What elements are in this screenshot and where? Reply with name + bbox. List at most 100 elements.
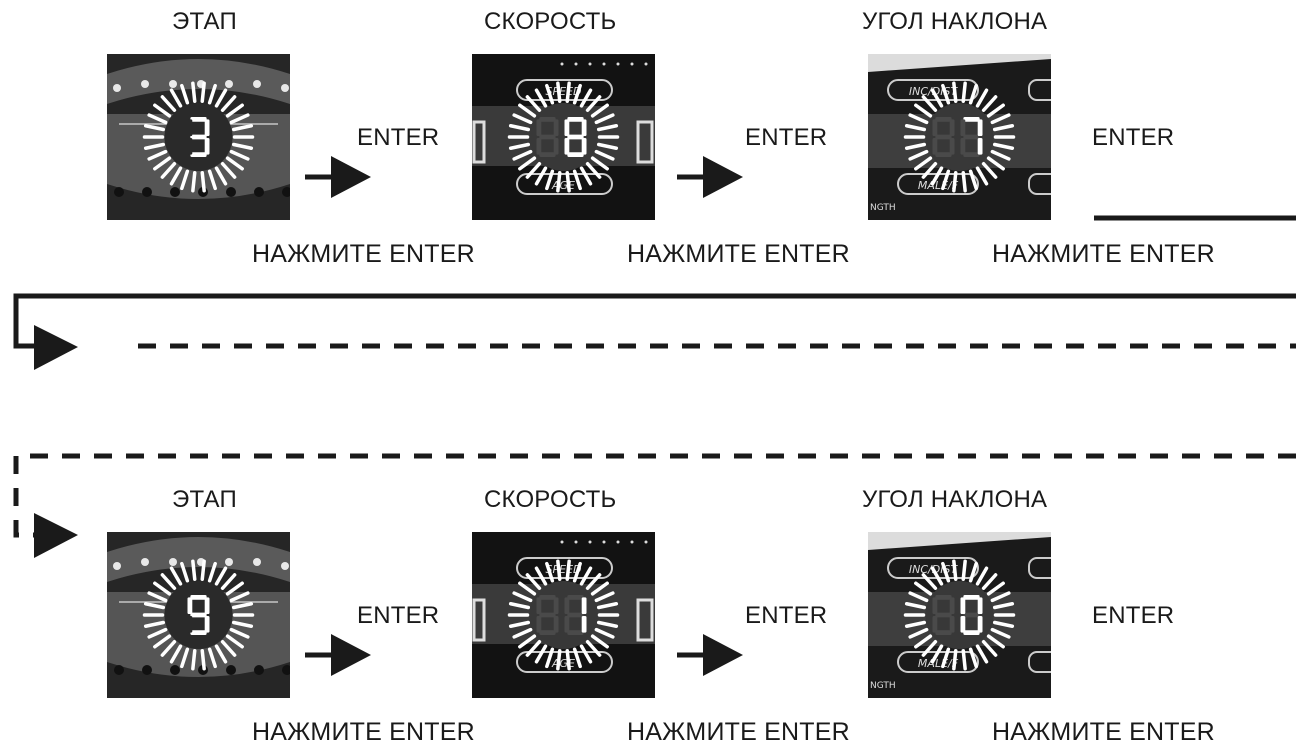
arrow-right-icon <box>305 634 371 676</box>
digit-segment-d <box>539 630 556 635</box>
digit-segment-f <box>187 119 193 137</box>
digit-segment-c <box>204 615 210 633</box>
digit-segment-g <box>539 612 556 618</box>
digit-segment-a <box>935 117 952 122</box>
male-female-label: MALE/F <box>918 657 959 670</box>
arrow-right-icon <box>34 325 78 370</box>
seven-segment-digit-icon <box>932 595 983 635</box>
digit-segment-e <box>564 615 570 633</box>
press-enter-label: НАЖМИТЕ ENTER <box>627 718 850 746</box>
step-title: УГОЛ НАКЛОНА <box>862 486 1048 513</box>
digit-segment-c <box>553 615 559 633</box>
press-enter-label: НАЖМИТЕ ENTER <box>627 240 850 268</box>
seven-segment-digit-icon <box>932 117 983 157</box>
connector-dashed-return <box>13 453 1296 538</box>
seven-segment-digit-icon <box>187 117 210 157</box>
display-panel-stage <box>107 54 290 220</box>
press-enter-label: НАЖМИТЕ ENTER <box>992 240 1215 268</box>
digit-segment-c <box>977 137 983 155</box>
digit-segment-b <box>949 119 955 137</box>
digit-segment-g <box>567 612 584 618</box>
digit-segment-g <box>190 134 207 140</box>
display-graphic <box>107 54 290 220</box>
digit-segment-d <box>935 630 952 635</box>
digit-segment-a <box>935 595 952 600</box>
digit-segment-e <box>536 615 542 633</box>
display-graphic <box>107 532 290 698</box>
step-title: ЭТАП <box>172 486 237 513</box>
digit-segment-e <box>536 137 542 155</box>
enter-label: ENTER <box>745 602 828 629</box>
digit-segment-b <box>977 597 983 615</box>
step-title: УГОЛ НАКЛОНА <box>862 8 1048 35</box>
enter-label: ENTER <box>745 124 828 151</box>
age-label: AGE <box>551 657 575 670</box>
digit-segment-b <box>977 119 983 137</box>
enter-label: ENTER <box>357 602 440 629</box>
seven-segment-digit-icon <box>536 595 587 635</box>
digit-segment-f <box>187 597 193 615</box>
digit-segment-g <box>567 134 584 140</box>
digit-segment-e <box>960 137 966 155</box>
seven-segment-digit-icon <box>536 117 587 157</box>
step-title: СКОРОСТЬ <box>484 8 617 35</box>
digit-segment-d <box>190 630 207 635</box>
digit-segment-d <box>935 152 952 157</box>
digit-segment-b <box>581 597 587 615</box>
digit-segment-c <box>204 137 210 155</box>
digit-segment-a <box>963 117 980 122</box>
digit-segment-d <box>539 152 556 157</box>
glow-rays-icon <box>903 559 1016 671</box>
connector-solid-return <box>13 293 1296 349</box>
display-panel-stage <box>107 532 290 698</box>
digit-segment-a <box>539 595 556 600</box>
digit-segment-b <box>204 119 210 137</box>
digit-segment-a <box>567 117 584 122</box>
digit-segment-f <box>932 119 938 137</box>
digit-segment-g <box>935 134 952 140</box>
digit-segment-e <box>932 137 938 155</box>
digit-segment-b <box>204 597 210 615</box>
digit-segment-a <box>567 595 584 600</box>
digit-segment-f <box>564 119 570 137</box>
press-enter-label: НАЖМИТЕ ENTER <box>992 718 1215 746</box>
digit-segment-d <box>963 630 980 635</box>
enter-label: ENTER <box>357 124 440 151</box>
length-label: NGTH <box>870 203 896 213</box>
digit-segment-g <box>963 134 980 140</box>
digit-segment-d <box>963 152 980 157</box>
glow-rays-icon <box>903 81 1016 193</box>
digit-segment-f <box>536 597 542 615</box>
male-female-label: MALE/F <box>918 179 959 192</box>
glow-rays-icon <box>142 559 255 671</box>
arrow-right-icon <box>34 513 78 558</box>
seven-segment-digit-icon <box>187 595 210 635</box>
digit-segment-c <box>581 615 587 633</box>
age-label: AGE <box>551 179 575 192</box>
digit-segment-f <box>932 597 938 615</box>
digit-segment-e <box>960 615 966 633</box>
arrow-right-icon <box>677 156 743 198</box>
digit-segment-c <box>949 615 955 633</box>
digit-segment-c <box>949 137 955 155</box>
digit-segment-f <box>564 597 570 615</box>
step-title: ЭТАП <box>172 8 237 35</box>
digit-segment-f <box>536 119 542 137</box>
digit-segment-a <box>190 595 207 600</box>
glow-rays-icon <box>507 81 620 193</box>
glow-rays-icon <box>142 81 255 193</box>
digit-segment-b <box>581 119 587 137</box>
digit-segment-a <box>539 117 556 122</box>
press-enter-label: НАЖМИТЕ ENTER <box>252 240 475 268</box>
digit-segment-f <box>960 597 966 615</box>
digit-segment-e <box>932 615 938 633</box>
digit-segment-g <box>190 612 207 618</box>
